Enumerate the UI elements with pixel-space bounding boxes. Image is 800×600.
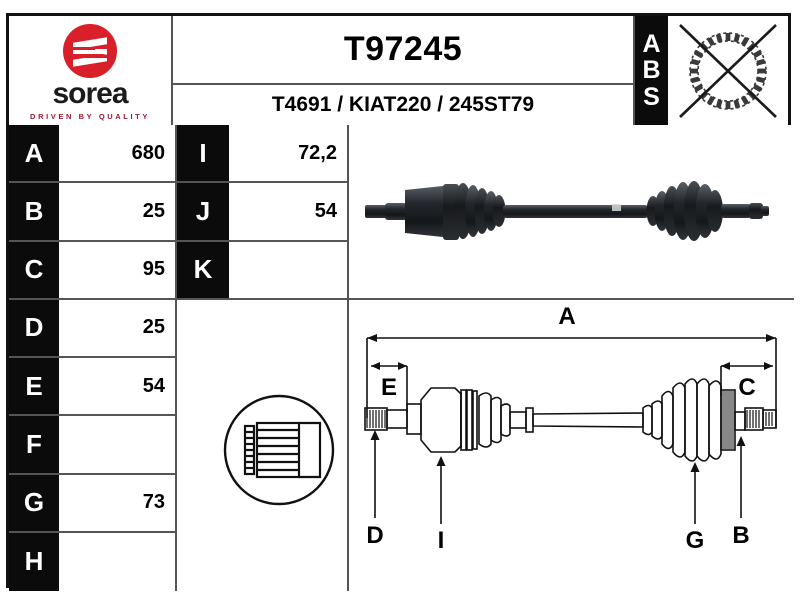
dimension-value: 95 xyxy=(59,241,175,298)
dimension-key: E xyxy=(9,358,59,415)
spline-detail-circle-icon xyxy=(214,388,344,513)
dimension-value: 25 xyxy=(59,183,175,240)
product-photo-panel xyxy=(349,125,794,300)
dimension-key: A xyxy=(9,125,59,182)
cv-drive-shaft-photo xyxy=(364,180,769,241)
table-row: F xyxy=(9,416,175,475)
cross-reference-codes: T4691 / KIAT220 / 245ST79 xyxy=(271,93,535,116)
dimension-value: 54 xyxy=(229,183,347,240)
schematic-label-overall: A xyxy=(558,303,575,330)
title-cell: T97245 T4691 / KIAT220 / 245ST79 xyxy=(173,16,633,125)
table-row: G 73 xyxy=(9,474,175,533)
dimension-value: 25 xyxy=(59,299,175,356)
abs-label-column: A B S xyxy=(633,16,668,125)
dimension-key: J xyxy=(177,183,229,240)
sorea-circle-s-icon xyxy=(63,24,117,78)
schematic-label-right-boot: G xyxy=(686,527,705,554)
dimension-value xyxy=(59,416,175,473)
table-row: E 54 xyxy=(9,358,175,417)
dimension-key: H xyxy=(9,532,59,591)
dimension-key: B xyxy=(9,183,59,240)
dimension-key: C xyxy=(9,241,59,298)
dimension-key: D xyxy=(9,299,59,356)
table-row: K xyxy=(177,241,347,300)
technical-drawing-panel: A E C D I G B xyxy=(349,300,794,591)
dimension-table-left: A 680 B 25 C 95 D 25 E 54 F xyxy=(9,125,177,591)
dimension-table-right: I 72,2 J 54 K xyxy=(177,125,349,591)
cv-drive-shaft-technical-drawing: A E C D I G B xyxy=(364,303,777,554)
dimension-value: 72,2 xyxy=(229,125,347,182)
cross-reference-row: T4691 / KIAT220 / 245ST79 xyxy=(173,85,633,125)
table-row: I 72,2 xyxy=(177,125,347,184)
brand-name: sorea xyxy=(52,77,128,110)
abs-letter-b: B xyxy=(642,56,661,85)
schematic-label-right-spline: B xyxy=(732,522,749,549)
dimension-tables: A 680 B 25 C 95 D 25 E 54 F xyxy=(9,125,349,591)
dimension-value xyxy=(59,532,175,591)
schematic-label-left-joint: I xyxy=(438,527,445,554)
table-row: C 95 xyxy=(9,241,175,300)
dimension-key: G xyxy=(9,474,59,531)
schematic-label-left-spline: D xyxy=(366,522,383,549)
dimension-value: 680 xyxy=(59,125,175,182)
dimension-value: 73 xyxy=(59,474,175,531)
schematic-label-left-span: E xyxy=(381,374,397,401)
page-title: T97245 xyxy=(343,30,463,68)
dimension-key: I xyxy=(177,125,229,182)
abs-letter-a: A xyxy=(642,30,661,59)
schematic-label-right-span: C xyxy=(738,374,755,401)
table-row: D 25 xyxy=(9,299,175,358)
part-number-row: T97245 xyxy=(173,16,633,85)
dimension-value: 54 xyxy=(59,358,175,415)
table-row: B 25 xyxy=(9,183,175,242)
sheet-header: sorea DRIVEN BY QUALITY T97245 T4691 / K… xyxy=(9,16,788,125)
table-row: H xyxy=(9,532,175,591)
table-row: J 54 xyxy=(177,183,347,242)
dimension-key: F xyxy=(9,416,59,473)
brand-tagline: DRIVEN BY QUALITY xyxy=(30,112,150,121)
brand-logo-cell: sorea DRIVEN BY QUALITY xyxy=(9,16,173,125)
dimension-key: K xyxy=(177,241,229,298)
abs-letter-s: S xyxy=(643,82,660,111)
data-sheet-frame: sorea DRIVEN BY QUALITY T97245 T4691 / K… xyxy=(6,13,794,591)
dimension-value xyxy=(229,241,347,298)
table-row: A 680 xyxy=(9,125,175,184)
abs-ring-crossed-out-icon xyxy=(668,16,788,125)
